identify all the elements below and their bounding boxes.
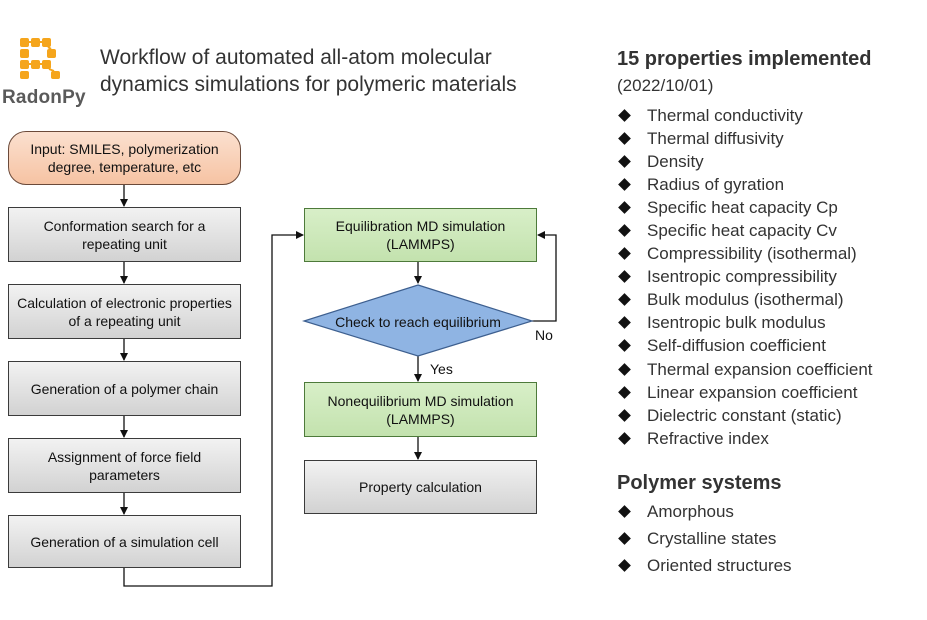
diamond-bullet-icon [619,294,631,306]
input-box: Input: SMILES, polymerization degree, te… [8,131,241,185]
list-item: Isentropic bulk modulus [619,312,873,335]
logo-text: RadonPy [2,87,86,108]
list-item: Thermal diffusivity [619,127,873,150]
diamond-bullet-icon [619,560,631,572]
diamond-bullet-icon [619,317,631,329]
list-item: Linear expansion coefficient [619,381,873,404]
list-item: Crystalline states [619,525,792,552]
list-item: Isentropic compressibility [619,266,873,289]
diamond-bullet-icon [619,506,631,518]
diamond-bullet-icon [619,179,631,191]
arrow-no-loop [532,231,557,322]
step-polymer-chain: Generation of a polymer chain [8,361,241,416]
list-item: Dielectric constant (static) [619,404,873,427]
equilibration-md-box: Equilibration MD simulation (LAMMPS) [304,208,537,262]
step-force-field: Assignment of force field parameters [8,438,241,493]
diamond-bullet-icon [619,410,631,422]
list-item: Radius of gyration [619,173,873,196]
diamond-bullet-icon [619,248,631,260]
nonequilibrium-md-box: Nonequilibrium MD simulation (LAMMPS) [304,382,537,437]
radonpy-logo-icon [20,38,60,79]
list-item: Oriented structures [619,552,792,579]
page-title: Workflow of automated all-atom molecular… [100,44,580,98]
diamond-bullet-icon [619,110,631,122]
list-item: Self-diffusion coefficient [619,335,873,358]
diamond-bullet-icon [619,387,631,399]
list-item: Thermal conductivity [619,104,873,127]
diamond-bullet-icon [619,340,631,352]
decision-diamond [301,284,535,357]
list-item: Bulk modulus (isothermal) [619,289,873,312]
decision-label: Check to reach equilibrium [335,314,501,330]
list-item: Refractive index [619,427,873,450]
title-line-2: dynamics simulations for polymeric mater… [100,73,517,96]
diamond-bullet-icon [619,225,631,237]
step-electronic-properties: Calculation of electronic properties of … [8,284,241,339]
diamond-bullet-icon [619,133,631,145]
diamond-bullet-icon [619,271,631,283]
properties-date: (2022/10/01) [617,76,714,95]
yes-label: Yes [430,361,453,377]
diamond-bullet-icon [619,364,631,376]
list-item: Compressibility (isothermal) [619,243,873,266]
list-item: Density [619,150,873,173]
list-item: Specific heat capacity Cv [619,219,873,242]
diamond-bullet-icon [619,433,631,445]
property-calculation-box: Property calculation [304,460,537,514]
diamond-bullet-icon [619,156,631,168]
list-item: Thermal expansion coefficient [619,358,873,381]
diamond-bullet-icon [619,202,631,214]
systems-list: Amorphous Crystalline states Oriented st… [619,498,792,579]
properties-title: 15 properties implemented [617,48,872,70]
diamond-bullet-icon [619,533,631,545]
no-label: No [535,327,553,343]
step-simulation-cell: Generation of a simulation cell [8,515,241,568]
list-item: Specific heat capacity Cp [619,196,873,219]
list-item: Amorphous [619,498,792,525]
title-line-1: Workflow of automated all-atom molecular [100,46,492,69]
step-conformation-search: Conformation search for a repeating unit [8,207,241,262]
properties-list: Thermal conductivity Thermal diffusivity… [619,104,873,450]
arrow-cell-to-equilibration [123,231,304,587]
systems-title: Polymer systems [617,472,782,494]
